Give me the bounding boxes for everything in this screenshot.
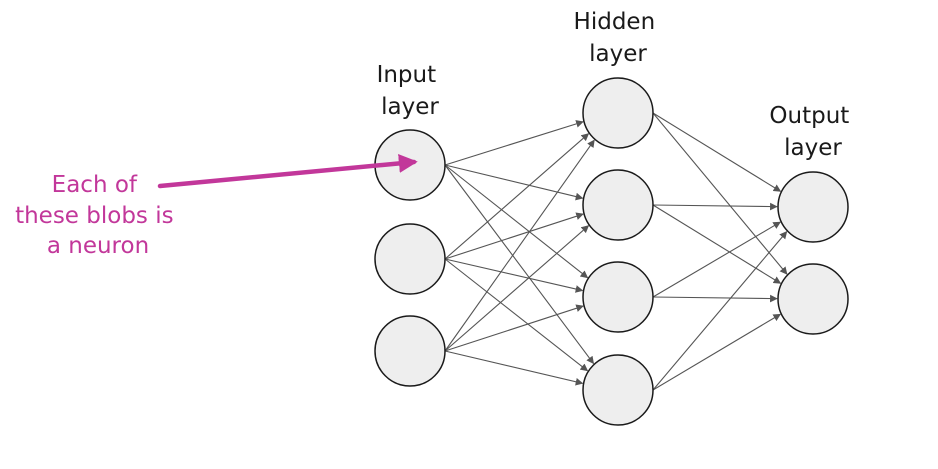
input-layer-label-line-2: layer [381,94,439,120]
connection-input-3-to-hidden-3 [444,304,584,352]
connection-hidden-2-to-output-2 [652,204,782,284]
output-layer-label-line-1: Output [769,103,849,129]
connections-group [444,112,788,391]
connection-input-1-to-hidden-4 [444,164,595,365]
connection-input-1-to-hidden-2 [444,164,584,201]
connection-input-1-to-hidden-1 [444,120,584,166]
output-layer-label-line-2: layer [784,135,842,161]
output-neuron-2 [777,263,849,335]
connection-hidden-2-to-output-1 [652,202,778,211]
hidden-neuron-2 [582,169,654,241]
hidden-neuron-3 [582,261,654,333]
connection-input-3-to-hidden-2 [444,225,590,352]
connection-hidden-1-to-output-2 [652,112,788,275]
hidden-neuron-1 [582,77,654,149]
hidden-neuron-4 [582,354,654,426]
input-neuron-2 [374,223,446,295]
connection-input-2-to-hidden-4 [444,258,589,372]
connection-input-3-to-hidden-1 [444,139,595,352]
annotation-text: Each of these blobs is a neuron [15,172,181,259]
connection-hidden-3-to-output-2 [652,294,778,303]
annotation-line-3: a neuron [47,233,149,259]
connection-input-3-to-hidden-4 [444,350,584,386]
connection-hidden-1-to-output-1 [652,112,782,192]
hidden-layer-label: Hidden layer [574,9,663,67]
connection-input-2-to-hidden-1 [444,133,590,260]
connection-input-2-to-hidden-2 [444,212,584,260]
neurons-group [374,77,849,426]
connection-hidden-4-to-output-2 [652,313,782,391]
input-layer-label: Input layer [377,62,444,120]
connection-hidden-4-to-output-1 [652,231,788,391]
connection-input-1-to-hidden-3 [444,164,589,279]
annotation-arrow [157,154,418,189]
output-neuron-1 [777,171,849,243]
input-layer-label-line-1: Input [377,62,437,88]
input-neuron-3 [374,315,446,387]
annotation-line-1: Each of [52,172,138,198]
hidden-layer-label-line-1: Hidden [574,9,656,35]
hidden-layer-label-line-2: layer [589,41,647,67]
annotation-line-2: these blobs is [15,203,174,229]
connection-hidden-3-to-output-1 [652,221,781,298]
connection-input-2-to-hidden-3 [444,258,584,293]
output-layer-label: Output layer [769,103,856,161]
